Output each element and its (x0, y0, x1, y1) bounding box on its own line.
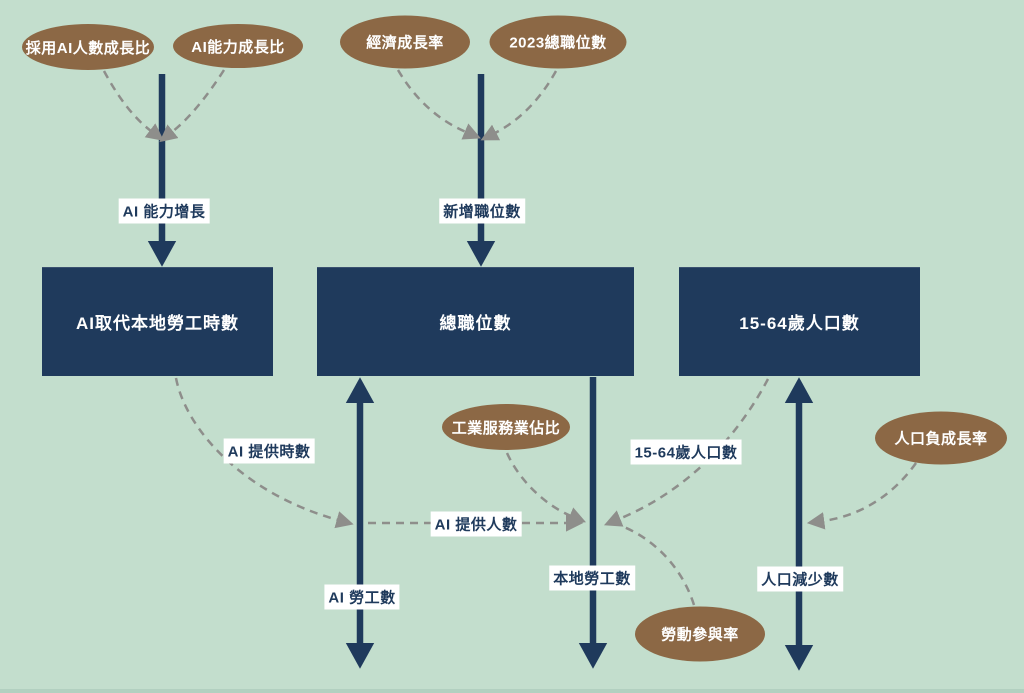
influence-industry-service-share (505, 452, 586, 524)
stock-label: 15-64歲人口數 (739, 314, 860, 333)
influence-2023-total-jobs (480, 70, 558, 141)
variable-ai-adoption-growth-ratio: 採用AI人數成長比 (22, 24, 154, 70)
flow-label-ai-provided-people: AI 提供人數 (430, 511, 522, 537)
variable-label: 工業服務業佔比 (451, 419, 561, 437)
variable-labor-participation-rate: 勞動參與率 (635, 606, 765, 662)
flow-label-population-decrease: 人口減少數 (757, 566, 843, 592)
flow-label-local-workers: 本地勞工數 (549, 565, 635, 591)
variable-label: 人口負成長率 (894, 430, 988, 448)
variable-label: 勞動參與率 (661, 626, 739, 644)
influence-economic-growth (396, 69, 481, 140)
variable-label: 經濟成長率 (366, 34, 444, 52)
influence-population-negative-growth (806, 462, 918, 530)
flow-label-ai-workers: AI 勞工數 (324, 584, 400, 610)
variable-label: AI能力成長比 (191, 38, 285, 56)
flow-label-ai-capability-increase: AI 能力增長 (118, 198, 210, 224)
stock-ai-replaced-local-labor-hours: AI取代本地勞工時數 (42, 267, 273, 376)
stock-label: 總職位數 (439, 314, 512, 333)
variable-population-negative-growth-rate: 人口負成長率 (875, 411, 1007, 465)
influence-working-age-population (603, 378, 770, 527)
variable-economic-growth-rate: 經濟成長率 (340, 15, 470, 69)
flow-label-ai-provided-hours: AI 提供時數 (223, 438, 315, 464)
influence-ai-provided-hours (174, 377, 354, 529)
variable-2023-total-jobs: 2023總職位數 (489, 15, 627, 69)
variable-industry-service-share: 工業服務業佔比 (442, 404, 570, 450)
flow-label-new-jobs: 新增職位數 (439, 198, 525, 224)
stock-total-jobs: 總職位數 (317, 267, 634, 376)
influence-ai-capability-growth-ratio (159, 69, 226, 143)
stock-label: AI取代本地勞工時數 (76, 314, 239, 333)
variable-label: 2023總職位數 (509, 34, 607, 52)
canvas-bottom-edge (0, 689, 1024, 693)
stock-working-age-population: 15-64歲人口數 (679, 267, 920, 376)
variable-ai-capability-growth-ratio: AI能力成長比 (173, 24, 303, 68)
flow-label-working-age-population: 15-64歲人口數 (630, 439, 742, 465)
influence-ai-adoption-growth (102, 70, 164, 141)
variable-label: 採用AI人數成長比 (25, 39, 151, 57)
